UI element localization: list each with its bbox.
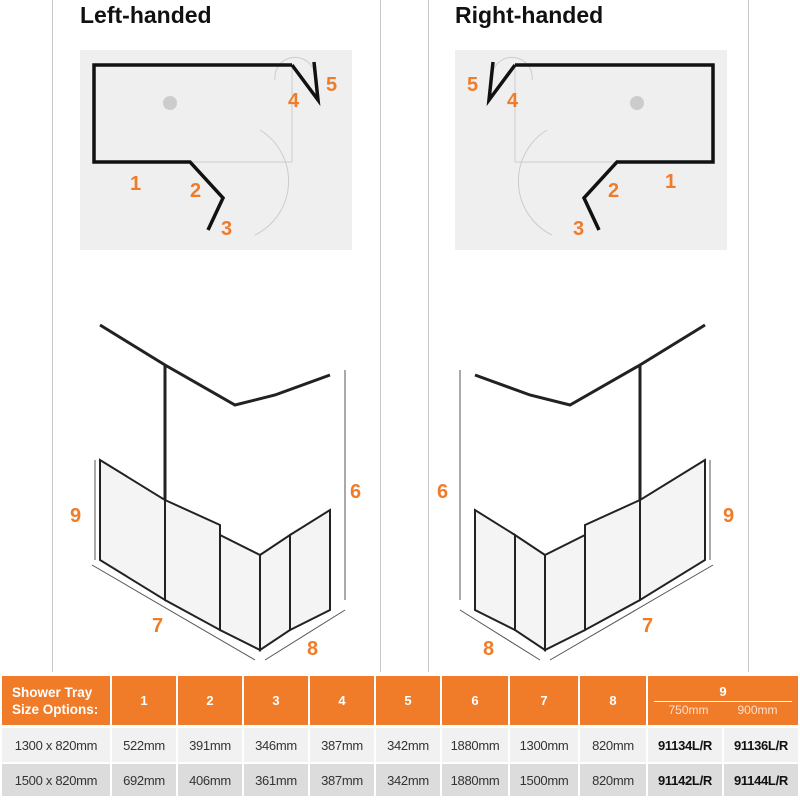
divider xyxy=(428,0,429,672)
table-cell: 820mm xyxy=(580,762,646,796)
dimension-label: 3 xyxy=(573,218,584,240)
col-3: 3 xyxy=(244,676,308,728)
table-cell: 342mm xyxy=(376,728,440,762)
table-cell: 91134L/R xyxy=(648,728,722,762)
table-cell: 9 xyxy=(719,684,727,699)
right-handed-title: Right-handed xyxy=(455,2,604,28)
table-cell: 387mm xyxy=(310,728,374,762)
table-cell: Shower Tray xyxy=(12,684,93,700)
table-cell: 522mm xyxy=(112,728,176,762)
dimension-label: 7 xyxy=(642,615,653,637)
dimension-label: 9 xyxy=(723,505,734,527)
table-cell: 342mm xyxy=(376,762,440,796)
table-cell: 91142L/R xyxy=(648,762,722,796)
left-enclosure-illustration: 9 6 7 8 xyxy=(60,310,400,670)
dimension-label: 1 xyxy=(665,171,676,193)
dimension-label: 4 xyxy=(288,90,300,112)
dimension-label: 5 xyxy=(326,74,337,96)
table-cell: 406mm xyxy=(178,762,242,796)
dimension-label: 4 xyxy=(507,90,519,112)
left-handed-title: Left-handed xyxy=(80,2,212,28)
table-cell: 1880mm xyxy=(442,728,508,762)
dimension-label: 6 xyxy=(437,481,448,503)
dimension-label: 8 xyxy=(307,638,318,660)
table-cell: 820mm xyxy=(580,728,646,762)
table-cell: 1500mm xyxy=(510,762,578,796)
dimension-label: 6 xyxy=(350,481,361,503)
col-8: 8 xyxy=(580,676,646,728)
table-cell: 361mm xyxy=(244,762,308,796)
col-9: 9 750mm 900mm xyxy=(648,676,798,728)
table-cell: 900mm xyxy=(737,703,778,717)
dimension-label: 8 xyxy=(483,638,494,660)
table-cell: 91144L/R xyxy=(724,762,798,796)
col-6: 6 xyxy=(442,676,508,728)
col-7: 7 xyxy=(510,676,578,728)
col-2: 2 xyxy=(178,676,242,728)
right-plan-diagram: 1 2 3 4 5 xyxy=(455,50,727,250)
right-enclosure-illustration: 9 6 7 8 xyxy=(405,310,745,670)
table-cell: 387mm xyxy=(310,762,374,796)
dimension-label: 7 xyxy=(152,615,163,637)
table-cell: 1880mm xyxy=(442,762,508,796)
divider xyxy=(748,0,749,672)
table-cell: 692mm xyxy=(112,762,176,796)
table-cell: 391mm xyxy=(178,728,242,762)
table-cell: 1300 x 820mm xyxy=(2,728,110,762)
dimension-label: 2 xyxy=(190,180,201,202)
col-5: 5 xyxy=(376,676,440,728)
table-cell: 750mm xyxy=(668,703,709,717)
dimension-label: 9 xyxy=(70,505,81,527)
dimension-label: 1 xyxy=(130,173,141,195)
dimension-label: 3 xyxy=(221,218,232,240)
table-cell: Size Options: xyxy=(12,701,99,717)
dimension-label: 2 xyxy=(608,180,619,202)
col-1: 1 xyxy=(112,676,176,728)
col-4: 4 xyxy=(310,676,374,728)
left-plan-diagram: 1 2 3 4 5 xyxy=(80,50,352,250)
dimension-label: 5 xyxy=(467,74,478,96)
divider xyxy=(380,0,381,672)
table-cell: 91136L/R xyxy=(724,728,798,762)
table-cell: 1300mm xyxy=(510,728,578,762)
table-cell: 1500 x 820mm xyxy=(2,762,110,796)
table-cell: 346mm xyxy=(244,728,308,762)
divider xyxy=(52,0,53,672)
